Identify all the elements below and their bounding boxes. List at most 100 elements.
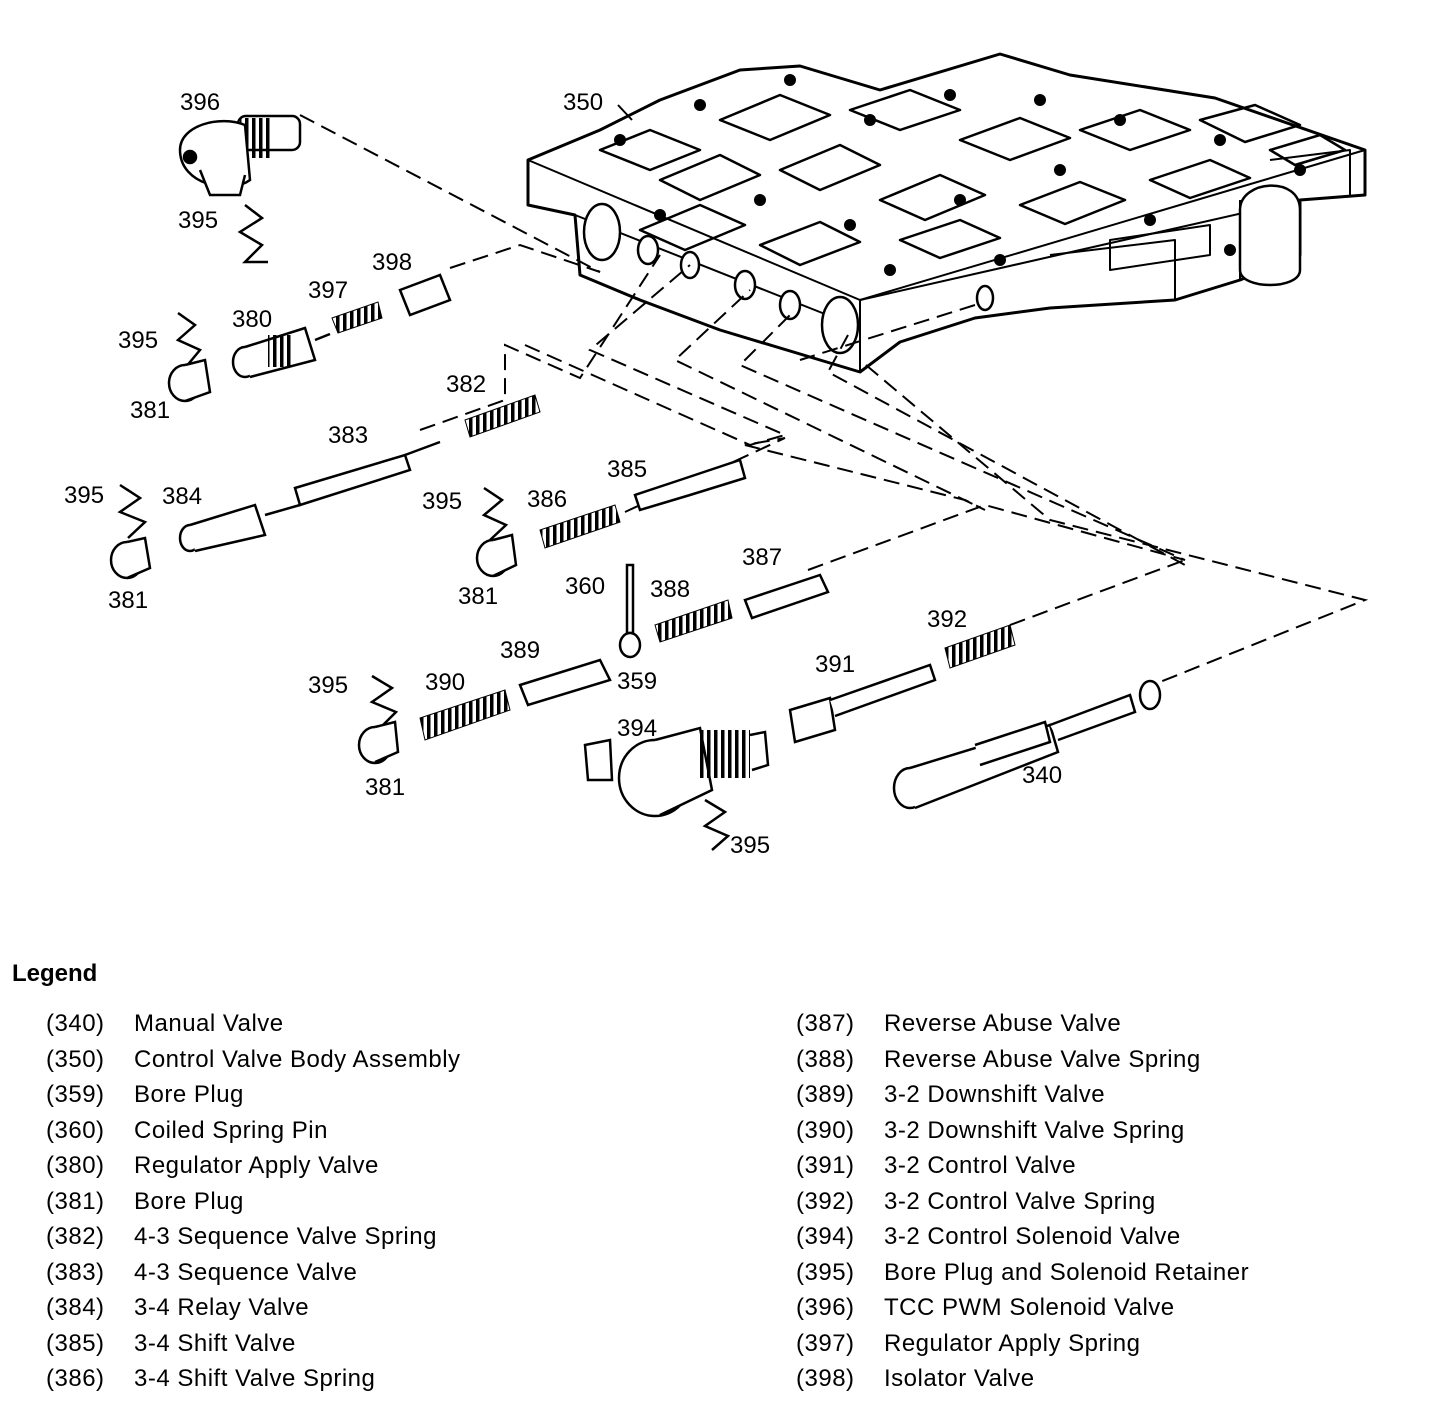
legend-number: (384) (46, 1294, 105, 1321)
exploded-view-diagram: 396 350 395 398 397 380 395 381 382 383 … (64, 52, 1369, 859)
callout-389: 389 (500, 637, 540, 664)
legend-right-column: (387) Reverse Abuse Valve (388) Reverse Ab… (796, 1010, 1249, 1401)
legend-item: (392) 3-2 Control Valve Spring (796, 1188, 1249, 1224)
legend-item: (390) 3-2 Downshift Valve Spring (796, 1117, 1249, 1153)
callout-396: 396 (180, 89, 220, 116)
legend-description: 4-3 Sequence Valve (134, 1258, 358, 1286)
callout-381: 381 (458, 583, 498, 610)
legend-item: (396) TCC PWM Solenoid Valve (796, 1294, 1249, 1330)
legend-item: (359)Bore Plug (46, 1081, 461, 1117)
legend-number: (386) (46, 1365, 105, 1392)
legend-number: (394) (796, 1223, 855, 1250)
legend-left-column: (340) Manual Valve (350) Control Valve Bod… (46, 1010, 461, 1401)
legend-title: Legend (12, 960, 98, 987)
tcc-pwm-solenoid-valve (178, 114, 302, 197)
legend-item: (350) Control Valve Body Assembly (46, 1046, 461, 1082)
callout-385: 385 (607, 456, 647, 483)
callout-395: 395 (308, 672, 348, 699)
reverse-abuse-stack (618, 563, 830, 659)
control-solenoid-valve (583, 726, 770, 818)
legend-number: (395) (796, 1258, 855, 1286)
legend-item: (398) Isolator Valve (796, 1365, 1249, 1401)
legend-number: (381) (46, 1187, 105, 1215)
callout-397: 397 (308, 277, 348, 304)
legend-item: (386) 3-4 Shift Valve Spring (46, 1365, 461, 1401)
callout-340: 340 (1022, 762, 1062, 789)
legend-description: Regulator Apply Spring (884, 1329, 1141, 1357)
manual-valve (892, 679, 1162, 810)
legend-number: (340) (46, 1010, 105, 1037)
downshift-valve-stack (357, 658, 612, 765)
callout-390: 390 (425, 669, 465, 696)
legend-number: (396) (796, 1294, 855, 1321)
callout-381: 381 (365, 774, 405, 801)
callout-395: 395 (118, 327, 158, 354)
legend-number: (389) (796, 1081, 855, 1108)
control-valve-stack (788, 624, 1016, 744)
legend-number: (392) (796, 1187, 855, 1215)
legend-description: Reverse Abuse Valve Spring (884, 1045, 1201, 1073)
callout-383: 383 (328, 422, 368, 449)
legend-item: (388) Reverse Abuse Valve Spring (796, 1046, 1249, 1082)
legend-description: Bore Plug and Solenoid Retainer (884, 1258, 1250, 1286)
legend-number: (380) (46, 1152, 105, 1179)
legend-number: (397) (796, 1329, 855, 1357)
legend-description: Bore Plug (134, 1081, 244, 1108)
legend-item: (380)Regulator Apply Valve (46, 1152, 461, 1188)
legend-number: (385) (46, 1329, 105, 1357)
legend-item: (385)3-4 Shift Valve (46, 1330, 461, 1366)
legend-number: (390) (796, 1116, 855, 1144)
legend-item: (395) Bore Plug and Solenoid Retainer (796, 1259, 1249, 1295)
callout-395: 395 (178, 207, 218, 234)
legend-description: Control Valve Body Assembly (134, 1045, 461, 1073)
callout-386: 386 (527, 486, 567, 513)
legend-item: (340) Manual Valve (46, 1010, 461, 1046)
legend-item: (360)Coiled Spring Pin (46, 1117, 461, 1153)
callout-398: 398 (372, 249, 412, 276)
callout-labels: 396 350 395 398 397 380 395 381 382 383 … (64, 89, 1062, 859)
callout-391: 391 (815, 651, 855, 678)
callout-381: 381 (130, 397, 170, 424)
legend-description: Bore Plug (134, 1187, 244, 1215)
legend-description: 3-2 Downshift Valve (884, 1081, 1106, 1108)
control-valve-body (526, 52, 1367, 374)
callout-382: 382 (446, 371, 486, 398)
callout-359: 359 (617, 668, 657, 695)
callout-381: 381 (108, 587, 148, 614)
legend-description: 4-3 Sequence Valve Spring (134, 1223, 437, 1250)
legend-number: (350) (46, 1045, 105, 1073)
legend-item: (387) Reverse Abuse Valve (796, 1010, 1249, 1046)
callout-395: 395 (422, 488, 462, 515)
assembly-paths (299, 114, 1369, 691)
legend-description: TCC PWM Solenoid Valve (884, 1294, 1175, 1321)
legend-description: Reverse Abuse Valve (884, 1010, 1122, 1037)
regulator-apply-stack (167, 273, 452, 403)
callout-387: 387 (742, 544, 782, 571)
legend-description: 3-4 Shift Valve Spring (134, 1365, 376, 1392)
legend-item: (383) 4-3 Sequence Valve (46, 1259, 461, 1295)
callout-380: 380 (232, 306, 272, 333)
callout-395: 395 (730, 832, 770, 859)
legend-item: (381) Bore Plug (46, 1188, 461, 1224)
callout-388: 388 (650, 576, 690, 603)
callout-395: 395 (64, 482, 104, 509)
legend-description: 3-2 Control Solenoid Valve (884, 1223, 1181, 1250)
retainer-clips (117, 204, 731, 851)
legend-number: (391) (796, 1152, 855, 1179)
callout-384: 384 (162, 483, 202, 510)
sequence-relay-stack (109, 394, 541, 580)
legend-description: Isolator Valve (884, 1365, 1035, 1392)
legend-number: (388) (796, 1045, 855, 1073)
legend-item: (382)4-3 Sequence Valve Spring (46, 1223, 461, 1259)
legend-item: (397) Regulator Apply Spring (796, 1330, 1249, 1366)
legend-number: (383) (46, 1258, 105, 1286)
legend-number: (387) (796, 1010, 855, 1037)
legend-description: 3-2 Downshift Valve Spring (884, 1116, 1185, 1144)
shift-valve-stack (475, 458, 747, 578)
legend-number: (398) (796, 1365, 855, 1392)
legend-item: (391) 3-2 Control Valve (796, 1152, 1249, 1188)
leader-350 (617, 104, 633, 121)
legend-description: 3-2 Control Valve (884, 1152, 1077, 1179)
legend-description: 3-2 Control Valve Spring (884, 1187, 1156, 1215)
legend-description: Manual Valve (134, 1010, 284, 1037)
